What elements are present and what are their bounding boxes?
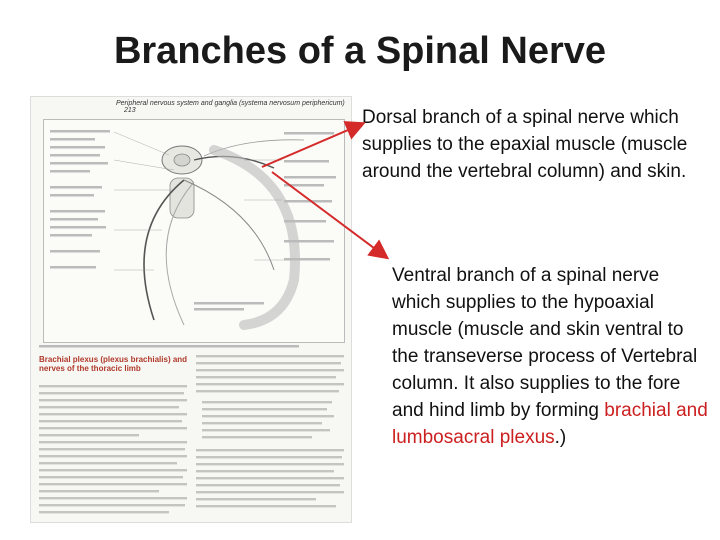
book-text-column-right — [196, 355, 344, 508]
book-header-text: Peripheral nervous system and ganglia (s… — [116, 100, 345, 107]
ventral-branch-description: Ventral branch of a spinal nerve which s… — [392, 262, 712, 451]
spinal-nerve-figure — [43, 119, 345, 343]
plexus-highlight: brachial and lumbosacral plexus — [392, 400, 708, 448]
slide-title: Branches of a Spinal Nerve — [113, 30, 607, 72]
ventral-text-end: .) — [554, 427, 567, 448]
spinal-nerve-drawing — [50, 130, 336, 330]
book-page-number: 213 — [124, 107, 136, 114]
arrow-to-ventral-branch — [271, 171, 390, 260]
textbook-page-image: Peripheral nervous system and ganglia (s… — [30, 96, 352, 523]
figure-caption-placeholder — [39, 344, 339, 352]
book-text-column-left — [39, 385, 187, 514]
ventral-text-main: Ventral branch of a spinal nerve which s… — [392, 265, 698, 421]
dorsal-branch-description: Dorsal branch of a spinal nerve which su… — [362, 107, 688, 182]
arrow-to-dorsal-branch — [261, 121, 366, 168]
book-section-heading: Brachial plexus (plexus brachialis) and … — [39, 355, 188, 373]
caption-lines — [39, 345, 299, 348]
book-page-header: Peripheral nervous system and ganglia (s… — [116, 100, 351, 114]
